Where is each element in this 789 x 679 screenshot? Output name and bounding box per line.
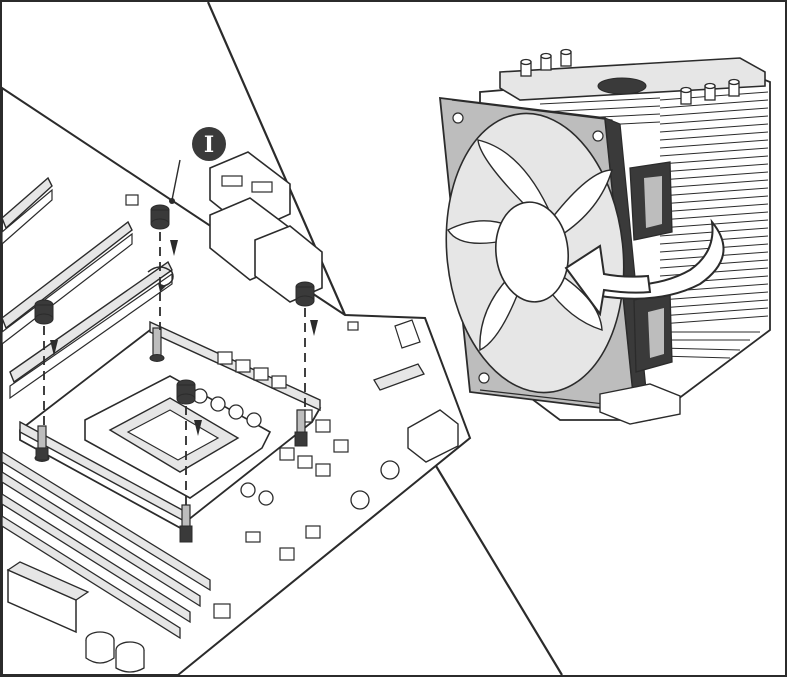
onboard-connectors (279, 319, 425, 561)
rear-io-ports (209, 151, 323, 303)
small-rotation-icon (147, 266, 174, 287)
motherboard-panel: I (0, 1, 563, 676)
fan-hub (495, 201, 569, 303)
standoff-right (295, 281, 315, 307)
standoff-left (34, 299, 54, 325)
standoff-top-left (150, 204, 170, 230)
fan-clip (629, 161, 673, 373)
step-label: I (204, 132, 214, 158)
small-chip (125, 194, 139, 206)
memory-slots (1, 450, 211, 640)
cpu-cooler (438, 48, 771, 425)
step-badge-icon (192, 127, 226, 161)
down-arrow-icons (50, 240, 318, 436)
clockwise-arrow-icon (564, 218, 725, 317)
alignment-guides (43, 232, 306, 506)
vrm-components (192, 351, 459, 543)
small-rotation-arrowhead-icon (158, 283, 166, 292)
bottom-capacitors (85, 603, 231, 673)
top-cap (499, 48, 766, 105)
step-leader-line (171, 159, 181, 201)
fan-blades (447, 139, 613, 352)
atx-power-connector (6, 561, 90, 634)
pcie-slot-3 (9, 260, 173, 400)
pcie-slot-1 (1, 176, 53, 246)
standoff-center (176, 379, 196, 405)
brand-logo-icon (597, 77, 647, 95)
cooler-base (599, 383, 681, 425)
step-leader-dot (169, 198, 175, 204)
